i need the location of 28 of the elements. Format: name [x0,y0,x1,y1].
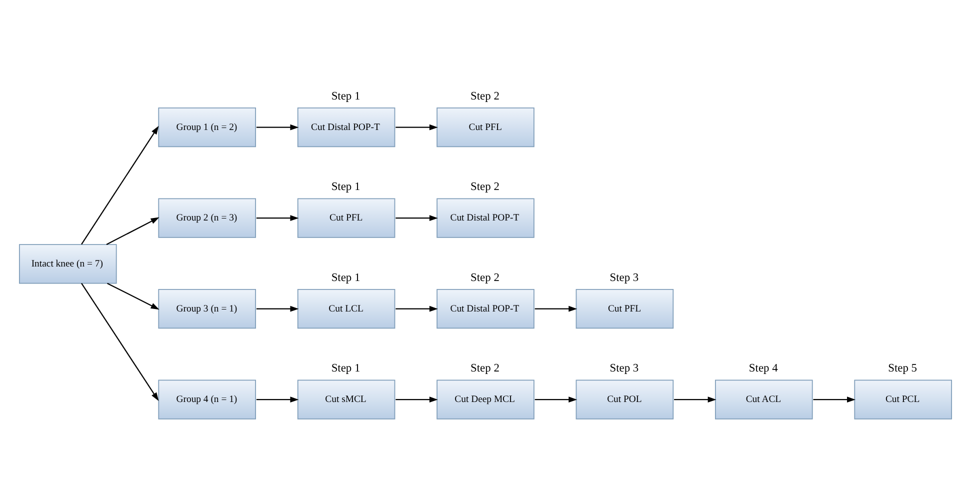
node-label: Step 1 [331,272,360,284]
arrow [813,396,856,403]
arrow [256,396,299,403]
node-label: Step 5 [888,362,918,375]
arrow [256,215,299,222]
node-label: Step 3 [610,272,639,284]
node-label: Step 2 [470,272,500,284]
node-label: Step 1 [331,362,360,375]
arrow [396,306,438,312]
arrow [256,306,299,312]
arrow [674,396,716,403]
node-label: Step 3 [610,362,639,375]
arrow [396,396,438,403]
arrow [106,217,160,245]
arrow [81,126,159,245]
node-label: Step 1 [331,90,360,102]
node-label: Step 4 [748,362,778,375]
arrow [396,124,438,130]
node-label: Step 1 [331,181,360,194]
node-label: Step 2 [470,181,500,194]
arrow [534,396,578,403]
node-label: Step 2 [470,90,500,102]
arrow [534,306,578,312]
arrow [396,215,438,222]
arrow [256,124,299,130]
arrow [107,282,160,310]
node-label: Step 2 [470,362,500,375]
arrow [81,283,159,402]
